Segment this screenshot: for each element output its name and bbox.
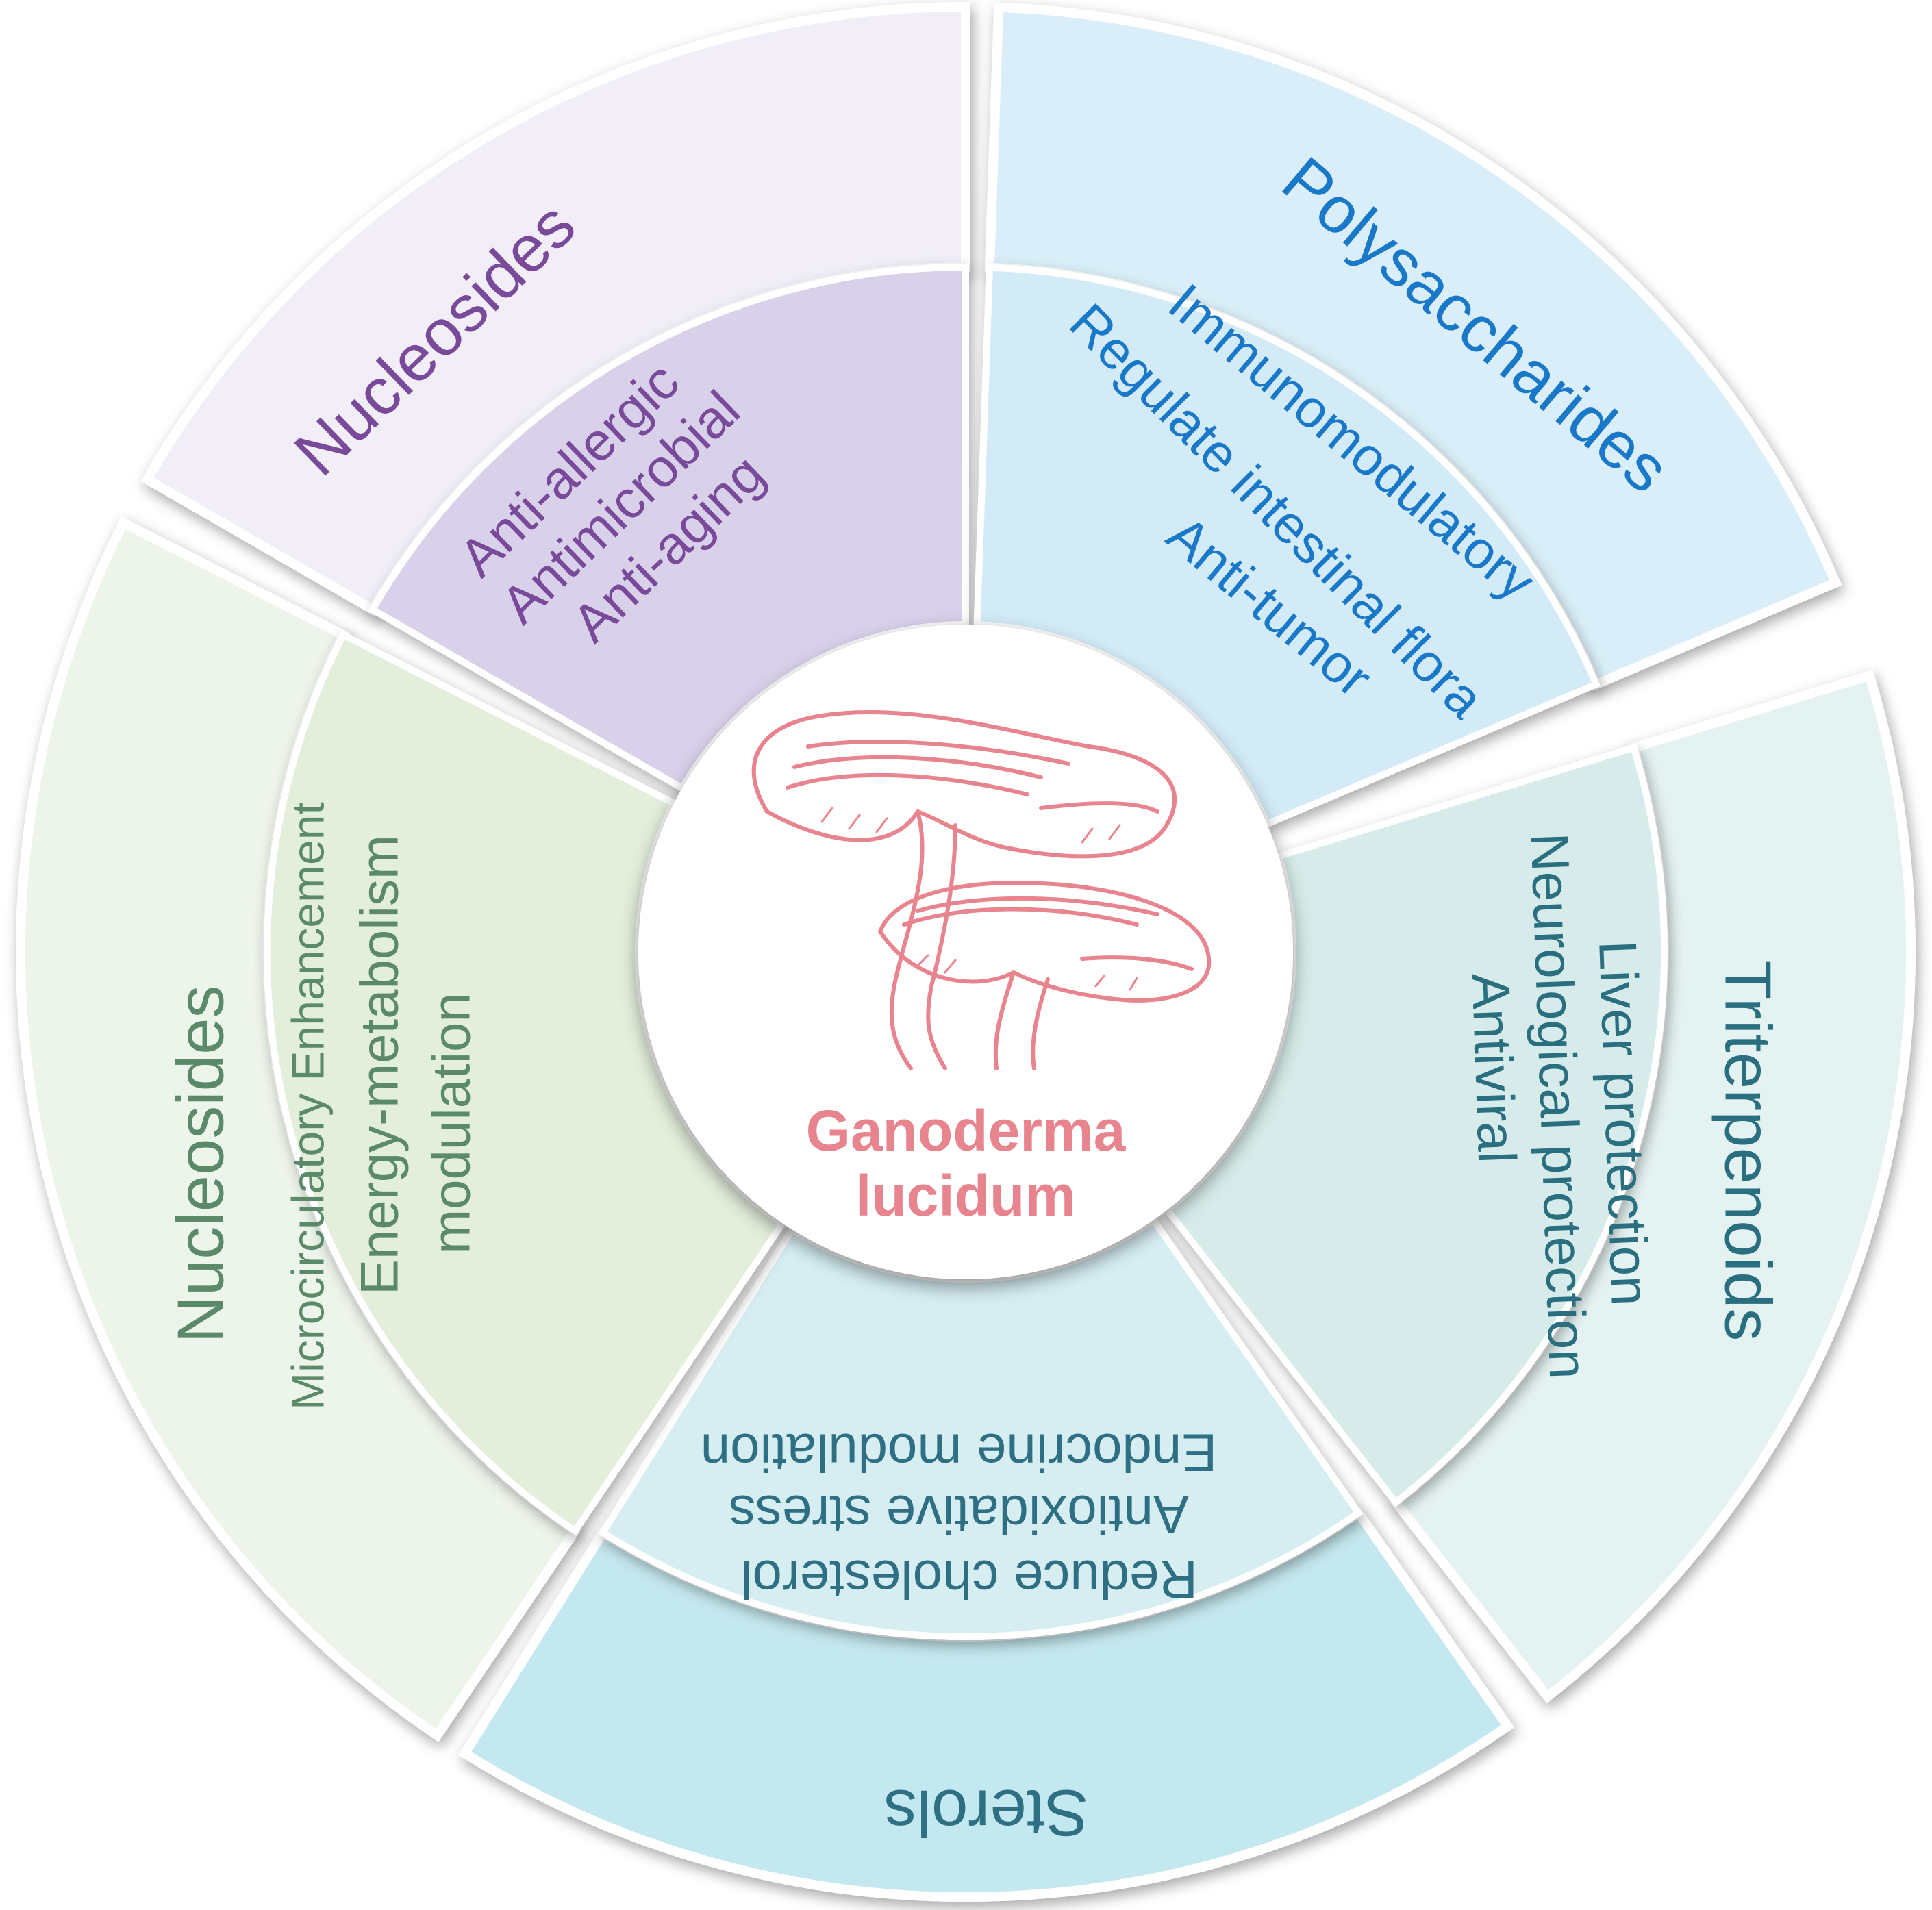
effect-label-modulation: modulation (421, 992, 481, 1254)
outer-ring (16, 1, 1916, 1902)
center-circle: Ganoderma lucidum (638, 625, 1293, 1279)
effect-label-endocrine-modulation: Endocrine modulation (701, 1422, 1217, 1483)
effect-label-antiviral: Antiviral (1461, 972, 1528, 1164)
ganoderma-mushroom-icon (751, 710, 1212, 1070)
center-disc (638, 625, 1293, 1279)
effect-label-liver-protection: Liver protection (1588, 940, 1661, 1307)
effect-label-antioxidative-stress: Antioxidative stress (729, 1484, 1189, 1544)
effect-label-energy-metabolism: Energy-metabolism (349, 835, 410, 1295)
center-title-line2: lucidum (855, 1164, 1076, 1228)
center-title-line1: Ganoderma (806, 1098, 1127, 1163)
effect-label-reduce-cholesterol: Reduce cholesterol (740, 1549, 1198, 1609)
category-label-sterols: Sterols (884, 1776, 1089, 1850)
category-label-nucleosides-left: Nucleosides (164, 985, 237, 1344)
inner-ring (264, 263, 1668, 1640)
effect-label-microcirculatory-enhancement: Microcirculatory Enhancement (282, 802, 333, 1410)
category-label-triterpenoids: Triterpenoids (1711, 960, 1785, 1342)
